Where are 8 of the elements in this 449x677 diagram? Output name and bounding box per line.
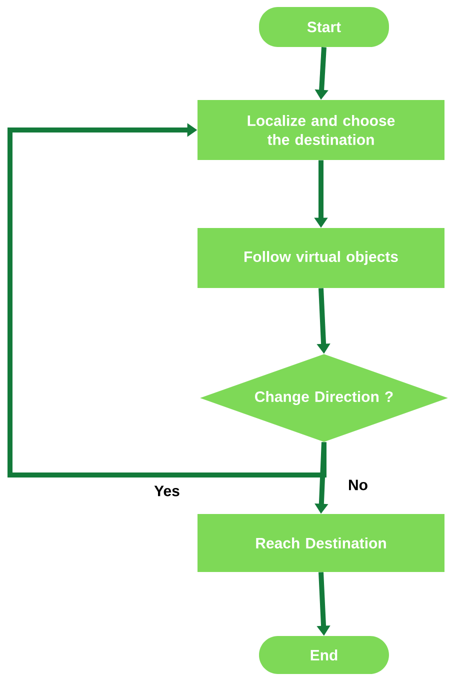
- terminal-pill: End: [259, 636, 389, 674]
- process-box: Localize and choose the destination: [198, 100, 444, 160]
- edge-label: No: [347, 478, 369, 492]
- arrow: [8, 123, 326, 478]
- edge-label: Yes: [153, 484, 181, 498]
- process-box: Reach Destination: [198, 514, 444, 572]
- terminal-pill: Start: [259, 7, 389, 47]
- process-box: Follow virtual objects: [198, 228, 444, 288]
